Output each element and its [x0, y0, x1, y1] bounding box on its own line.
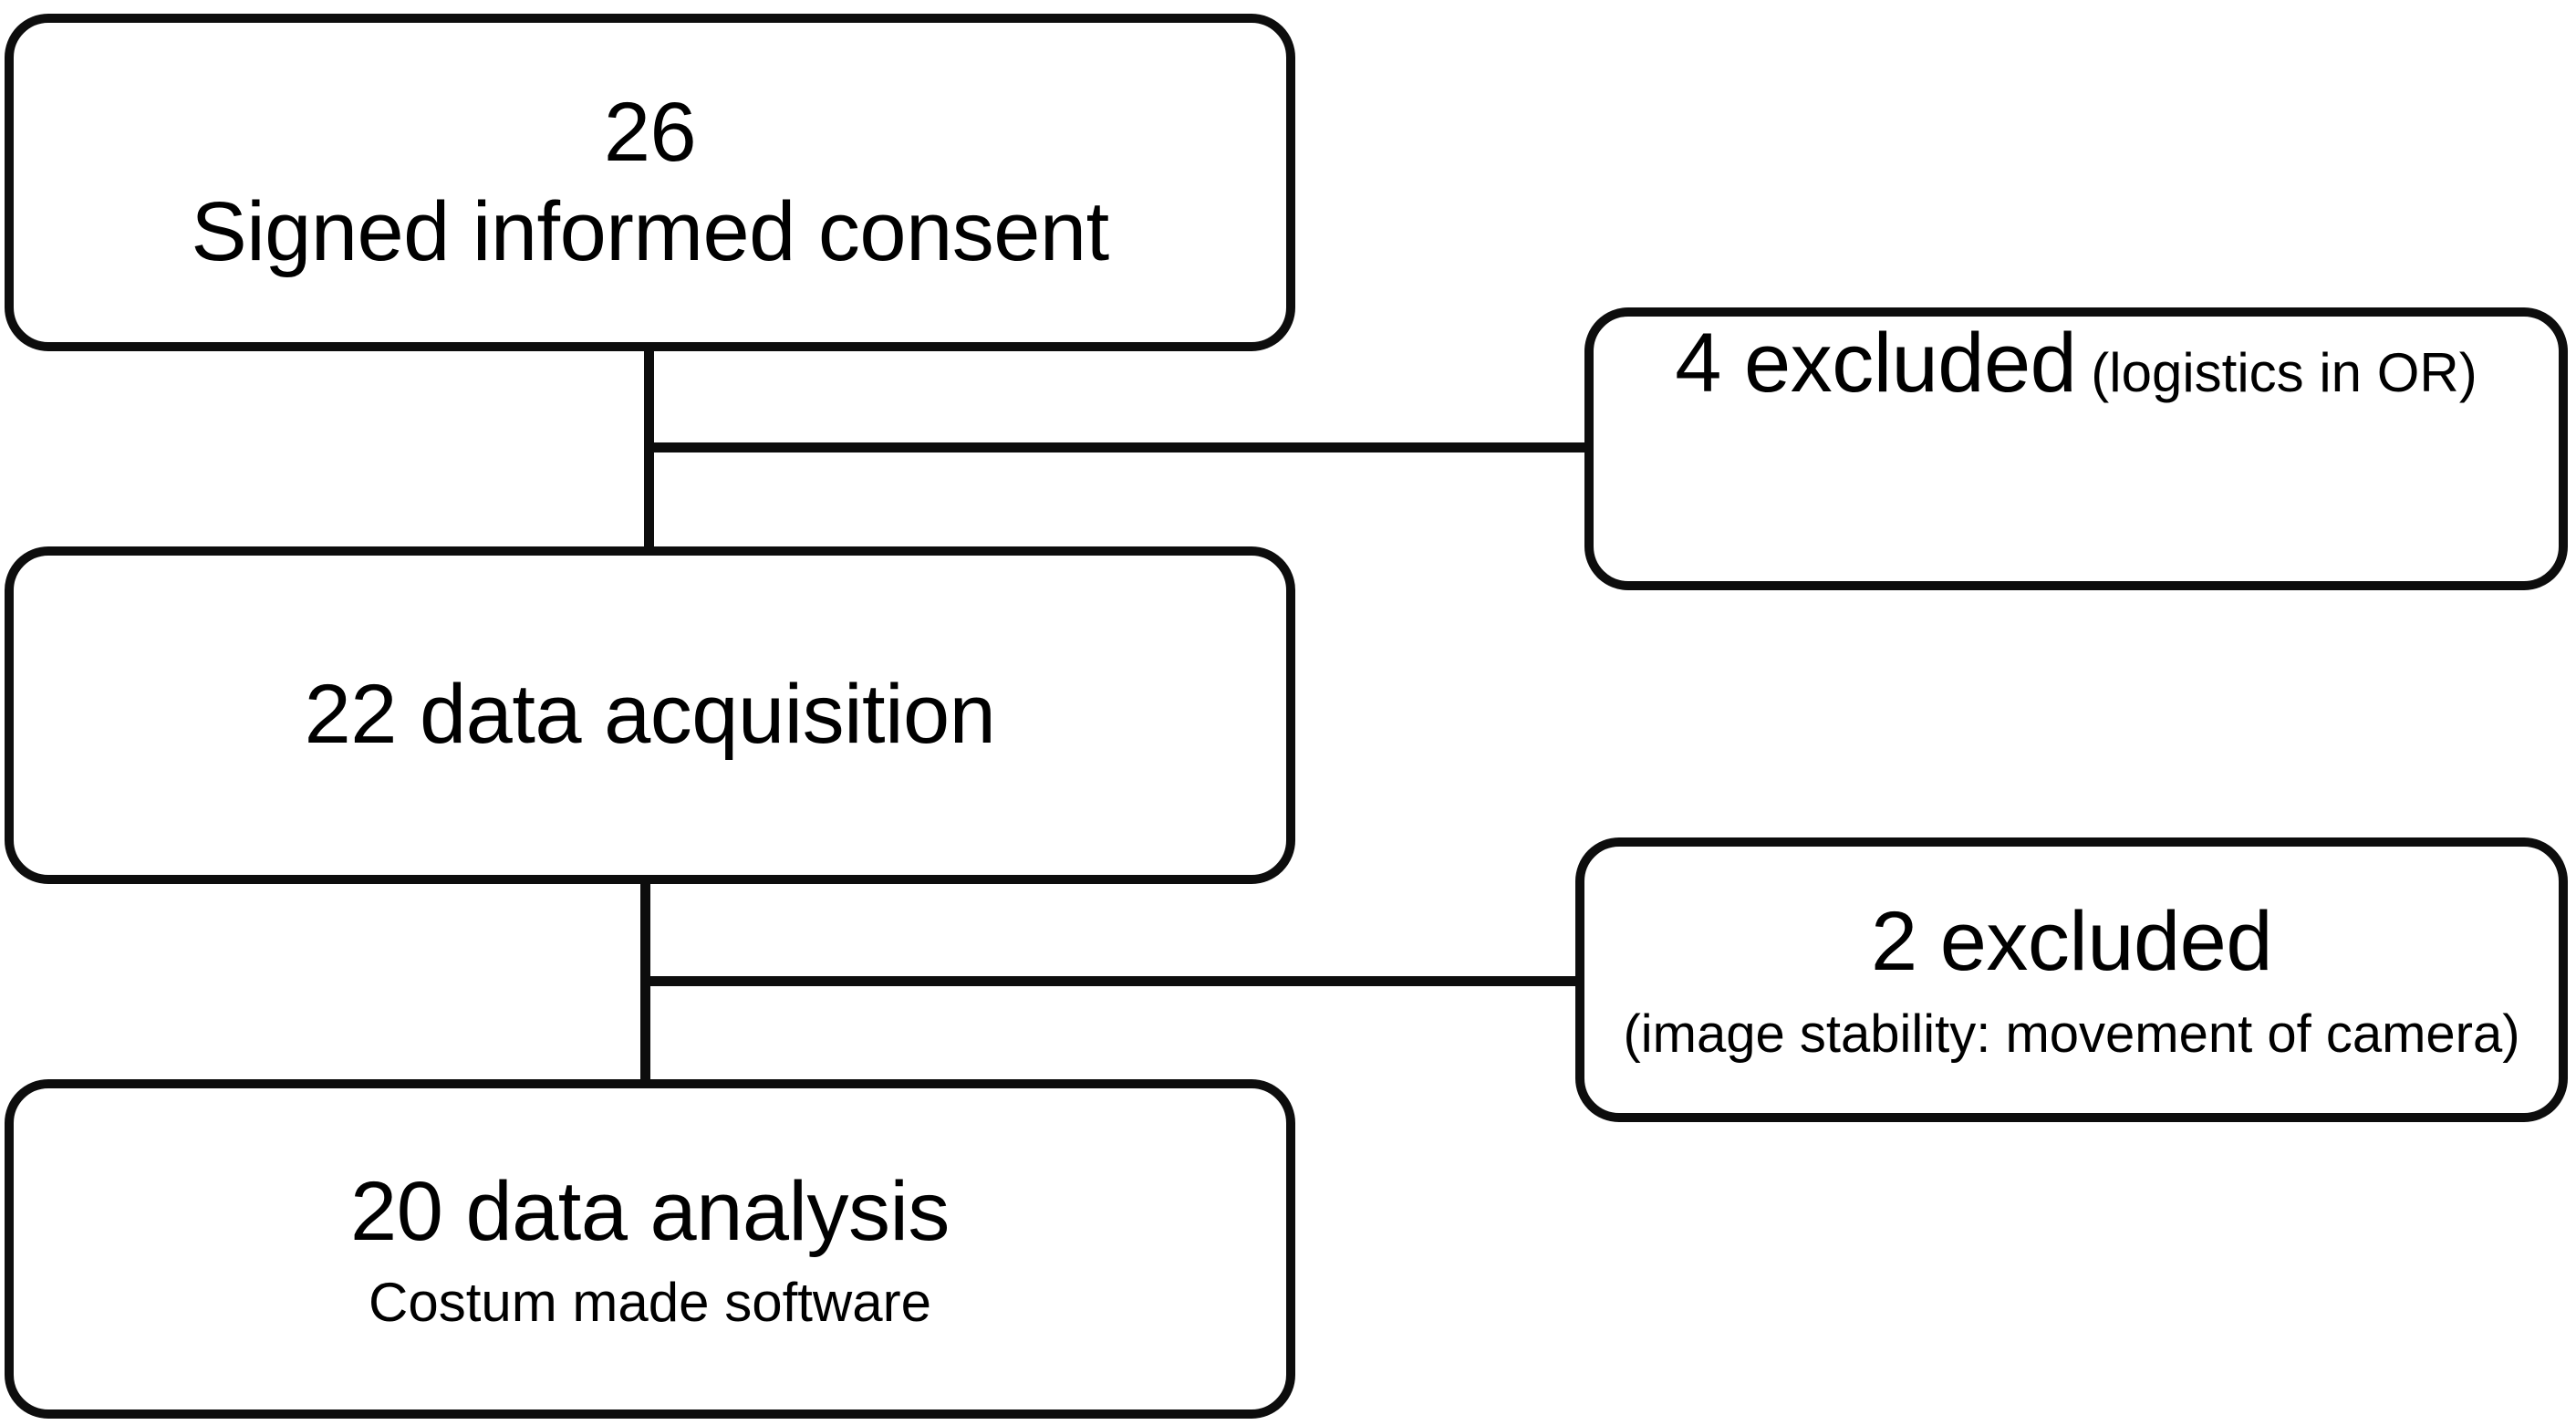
node-analysis-sublabel: Costum made software [369, 1271, 931, 1333]
flow-node-excluded-logistics: 4 excluded (logistics in OR) [1584, 307, 2568, 590]
node-acquisition-label: 22 data acquisition [304, 668, 996, 762]
node-consent-label: Signed informed consent [191, 185, 1109, 278]
node-excluded-2-count: 2 excluded [1871, 895, 2273, 988]
connector-acquisition-to-excluded-2 [640, 976, 1584, 986]
node-excluded-2-reason: (image stability: movement of camera) [1623, 1004, 2520, 1065]
flow-node-excluded-image-stability: 2 excluded (image stability: movement of… [1575, 837, 2568, 1122]
flow-node-signed-informed-consent: 26 Signed informed consent [5, 14, 1295, 351]
node-excluded-1-count: 4 excluded [1675, 317, 2077, 410]
node-excluded-1-reason: (logistics in OR) [2091, 342, 2477, 403]
flow-node-data-analysis: 20 data analysis Costum made software [5, 1079, 1295, 1419]
connector-consent-to-excluded-1 [644, 442, 1593, 452]
node-consent-count: 26 [603, 85, 697, 179]
flow-node-data-acquisition: 22 data acquisition [5, 546, 1295, 884]
node-analysis-label: 20 data analysis [350, 1164, 950, 1258]
